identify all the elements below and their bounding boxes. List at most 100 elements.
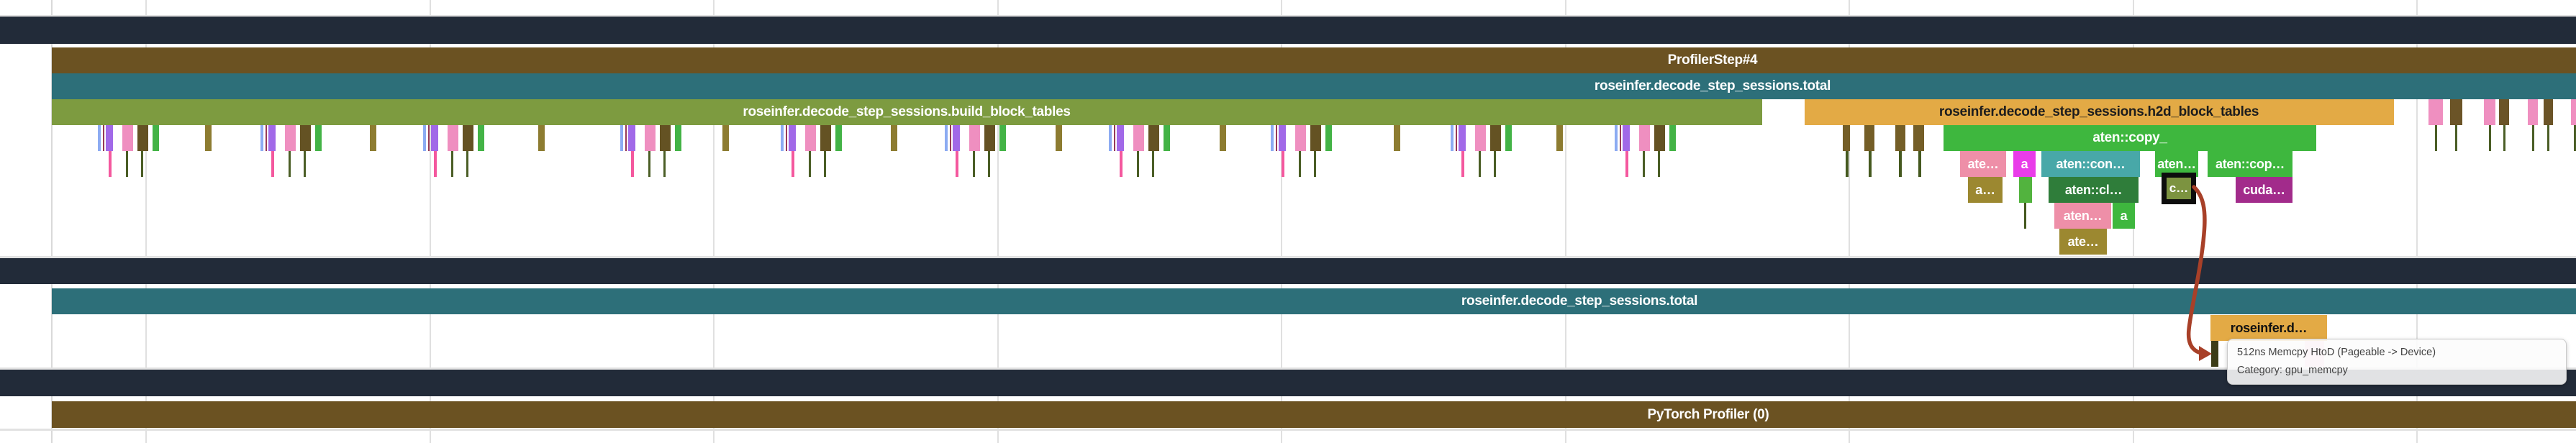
cluster-slice[interactable]	[1623, 125, 1630, 151]
kernel-launch-line[interactable]	[1899, 151, 1902, 177]
cluster-launch-line[interactable]	[109, 151, 112, 177]
cluster-slice[interactable]	[645, 125, 656, 151]
cluster-slice[interactable]	[1279, 125, 1286, 151]
tail-pattern-slice[interactable]	[2499, 99, 2509, 125]
cluster-launch-line[interactable]	[1120, 151, 1123, 177]
slice-cuda-launch[interactable]: cuda…	[2236, 177, 2292, 203]
cluster-slice[interactable]	[781, 125, 784, 151]
cluster-launch-line[interactable]	[631, 151, 634, 177]
cluster-slice[interactable]	[1109, 125, 1112, 151]
cluster-slice[interactable]	[1114, 125, 1115, 151]
cluster-launch-line[interactable]	[1494, 151, 1496, 177]
cluster-launch-line[interactable]	[466, 151, 468, 177]
slice-build-block-tables[interactable]: roseinfer.decode_step_sessions.build_blo…	[52, 99, 1762, 125]
slice-a-olive[interactable]: a…	[1968, 177, 2003, 203]
cluster-slice[interactable]	[266, 125, 267, 151]
solo-olive-slice[interactable]	[1556, 125, 1563, 151]
slice-decode-total-top[interactable]: roseinfer.decode_step_sessions.total	[52, 73, 2576, 99]
slice-profiler-step-4[interactable]: ProfilerStep#4	[52, 47, 2576, 73]
cluster-slice[interactable]	[478, 125, 484, 151]
cluster-slice[interactable]	[950, 125, 951, 151]
cluster-slice[interactable]	[1295, 125, 1306, 151]
tail-pattern-slice[interactable]	[2484, 99, 2495, 125]
solo-olive-slice[interactable]	[538, 125, 545, 151]
slice-aten-contiguous[interactable]: aten::con…	[2041, 151, 2140, 177]
cluster-launch-line[interactable]	[1625, 151, 1628, 177]
cluster-slice[interactable]	[660, 125, 671, 151]
tail-launch-line[interactable]	[2547, 125, 2549, 151]
process-track-header-middle[interactable]	[0, 258, 2576, 284]
cluster-slice[interactable]	[1475, 125, 1486, 151]
cluster-slice[interactable]	[969, 125, 980, 151]
h2d-mini-slice[interactable]	[1864, 125, 1874, 151]
solo-olive-slice[interactable]	[1394, 125, 1400, 151]
cluster-slice[interactable]	[1148, 125, 1159, 151]
cluster-launch-line[interactable]	[289, 151, 291, 177]
solo-olive-slice[interactable]	[722, 125, 729, 151]
cluster-slice[interactable]	[268, 125, 276, 151]
cluster-slice[interactable]	[786, 125, 787, 151]
cluster-launch-line[interactable]	[648, 151, 650, 177]
slice-decode-total-bottom[interactable]: roseinfer.decode_step_sessions.total	[52, 288, 2576, 314]
tail-launch-line[interactable]	[2503, 125, 2505, 151]
cluster-slice[interactable]	[628, 125, 635, 151]
cluster-slice[interactable]	[1325, 125, 1332, 151]
cluster-slice[interactable]	[999, 125, 1006, 151]
cluster-slice[interactable]	[620, 125, 623, 151]
cluster-slice[interactable]	[153, 125, 159, 151]
cluster-launch-line[interactable]	[809, 151, 811, 177]
cluster-launch-line[interactable]	[451, 151, 453, 177]
cluster-slice[interactable]	[675, 125, 681, 151]
cluster-launch-line[interactable]	[1282, 151, 1284, 177]
cluster-slice[interactable]	[1271, 125, 1274, 151]
cluster-slice[interactable]	[625, 125, 627, 151]
slice-mini-green-bar[interactable]	[2019, 177, 2032, 203]
kernel-launch-line[interactable]	[1918, 151, 1921, 177]
cluster-launch-line[interactable]	[1461, 151, 1464, 177]
cluster-slice[interactable]	[1276, 125, 1277, 151]
cluster-slice[interactable]	[1164, 125, 1170, 151]
cluster-launch-line[interactable]	[271, 151, 274, 177]
solo-olive-slice[interactable]	[891, 125, 897, 151]
h2d-mini-slice[interactable]	[1895, 125, 1905, 151]
cluster-slice[interactable]	[1490, 125, 1501, 151]
slice-aten-pink-1[interactable]: ate…	[1960, 151, 2006, 177]
h2d-mini-slice[interactable]	[1843, 125, 1850, 151]
cluster-slice[interactable]	[820, 125, 831, 151]
cluster-slice[interactable]	[103, 125, 104, 151]
kernel-launch-line[interactable]	[2024, 203, 2026, 229]
cluster-slice[interactable]	[1615, 125, 1618, 151]
slice-memcpy-htod[interactable]	[2211, 341, 2218, 367]
cluster-slice[interactable]	[1639, 125, 1650, 151]
cluster-slice[interactable]	[1620, 125, 1621, 151]
tail-launch-line[interactable]	[2435, 125, 2437, 151]
slice-a-green[interactable]: a	[2113, 203, 2135, 229]
cluster-slice[interactable]	[137, 125, 148, 151]
selected-slice-c-selected[interactable]: c…	[2162, 173, 2196, 204]
slice-ate-olive[interactable]: ate…	[2059, 229, 2107, 255]
cluster-launch-line[interactable]	[988, 151, 990, 177]
cluster-slice[interactable]	[1505, 125, 1512, 151]
slice-aten-copy[interactable]: aten::copy_	[1944, 125, 2316, 151]
cluster-launch-line[interactable]	[1152, 151, 1154, 177]
slice-roseinfer-d[interactable]: roseinfer.d…	[2210, 315, 2327, 341]
cluster-slice[interactable]	[1456, 125, 1457, 151]
tail-launch-line[interactable]	[2532, 125, 2534, 151]
cluster-launch-line[interactable]	[304, 151, 306, 177]
cluster-slice[interactable]	[1310, 125, 1321, 151]
tail-pattern-slice[interactable]	[2528, 99, 2538, 125]
cluster-slice[interactable]	[122, 125, 133, 151]
cluster-launch-line[interactable]	[792, 151, 794, 177]
cluster-launch-line[interactable]	[126, 151, 128, 177]
tail-pattern-slice[interactable]	[2544, 99, 2553, 125]
tail-launch-line[interactable]	[2455, 125, 2457, 151]
slice-pytorch-profiler[interactable]: PyTorch Profiler (0)	[52, 401, 2576, 428]
cluster-launch-line[interactable]	[141, 151, 143, 177]
slice-aten-magenta[interactable]: a	[2013, 151, 2036, 177]
cluster-slice[interactable]	[835, 125, 842, 151]
slice-aten-pink-2[interactable]: aten…	[2054, 203, 2111, 229]
cluster-slice[interactable]	[315, 125, 322, 151]
slice-h2d-block-tables[interactable]: roseinfer.decode_step_sessions.h2d_block…	[1805, 99, 2394, 125]
cluster-launch-line[interactable]	[1299, 151, 1301, 177]
cluster-launch-line[interactable]	[824, 151, 826, 177]
